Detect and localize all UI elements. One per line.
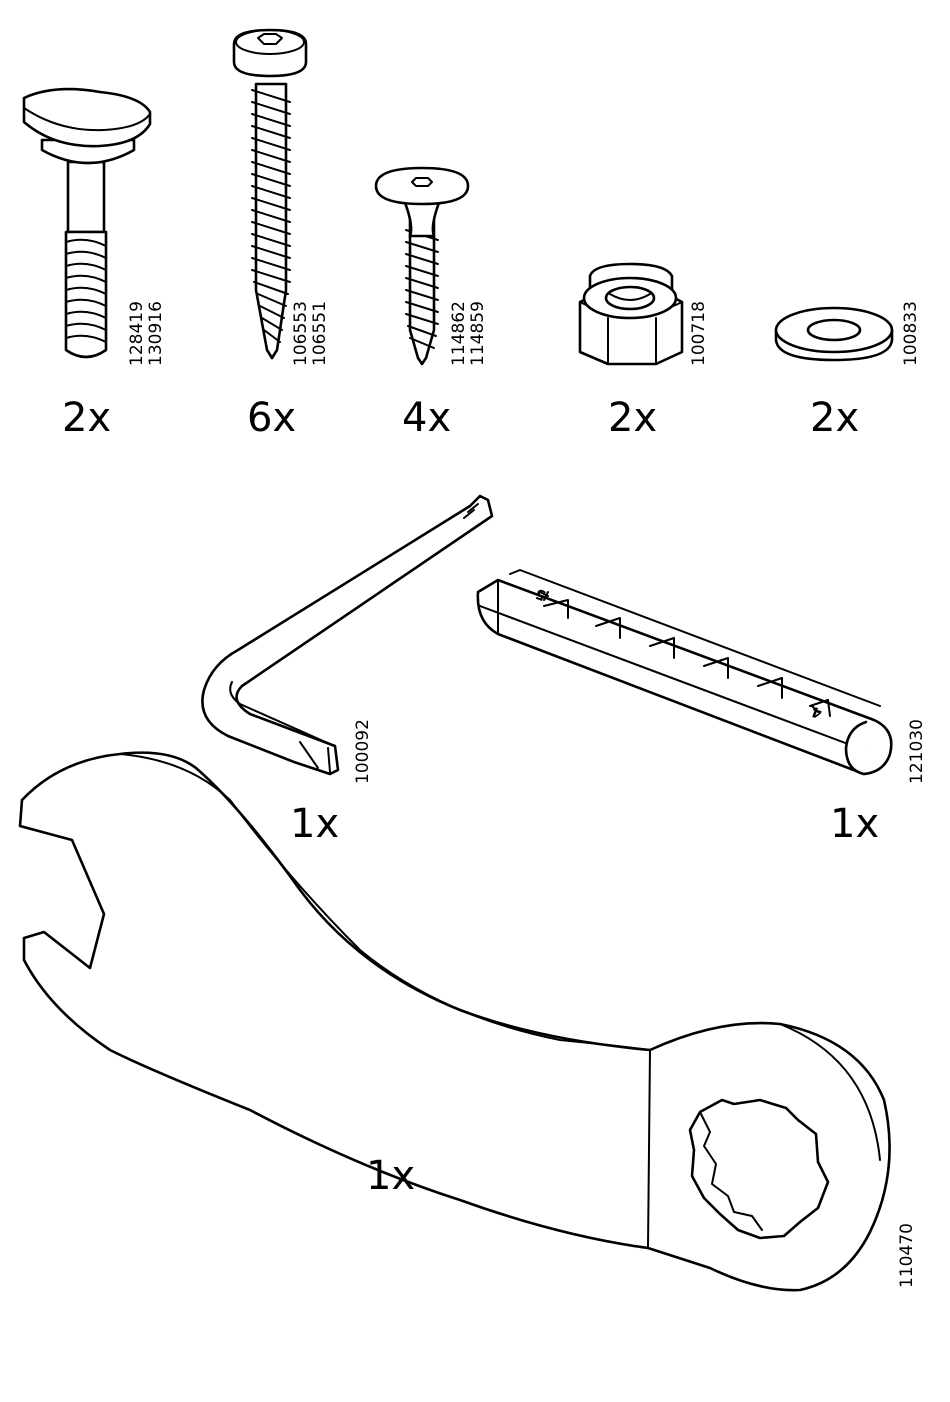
- thumb-bolt-quantity: 2x: [62, 398, 111, 438]
- wrench-codes: 110470: [898, 1223, 917, 1288]
- wrench-quantity: 1x: [366, 1156, 415, 1196]
- allen-key-quantity: 1x: [290, 804, 339, 844]
- flat-screw-quantity: 4x: [402, 398, 451, 438]
- pan-screw-quantity: 6x: [247, 398, 296, 438]
- washer-quantity: 2x: [810, 398, 859, 438]
- article-code: 100718: [690, 301, 709, 366]
- article-code: 128419: [128, 301, 147, 366]
- pan-screw-codes: 106553 106551: [292, 301, 330, 366]
- article-code: 121030: [908, 719, 927, 784]
- article-code: 100833: [902, 301, 921, 366]
- wrench-icon: [20, 753, 890, 1291]
- article-code: 100092: [354, 719, 373, 784]
- article-code: 110470: [898, 1223, 917, 1288]
- article-code: 130916: [147, 301, 166, 366]
- thumb-bolt-codes: 128419 130916: [128, 301, 166, 366]
- washer-codes: 100833: [902, 301, 921, 366]
- article-code: 106551: [311, 301, 330, 366]
- nut-icon: [580, 264, 682, 364]
- article-code: 114859: [469, 301, 488, 366]
- article-code: 106553: [292, 301, 311, 366]
- allen-key-icon: [202, 496, 492, 774]
- article-code: 114862: [450, 301, 469, 366]
- key-bar-quantity: 1x: [830, 804, 879, 844]
- nut-codes: 100718: [690, 301, 709, 366]
- washer-icon: [776, 308, 892, 360]
- flat-screw-codes: 114862 114859: [450, 301, 488, 366]
- nut-quantity: 2x: [608, 398, 657, 438]
- key-bar-codes: 121030: [908, 719, 927, 784]
- allen-key-codes: 100092: [354, 719, 373, 784]
